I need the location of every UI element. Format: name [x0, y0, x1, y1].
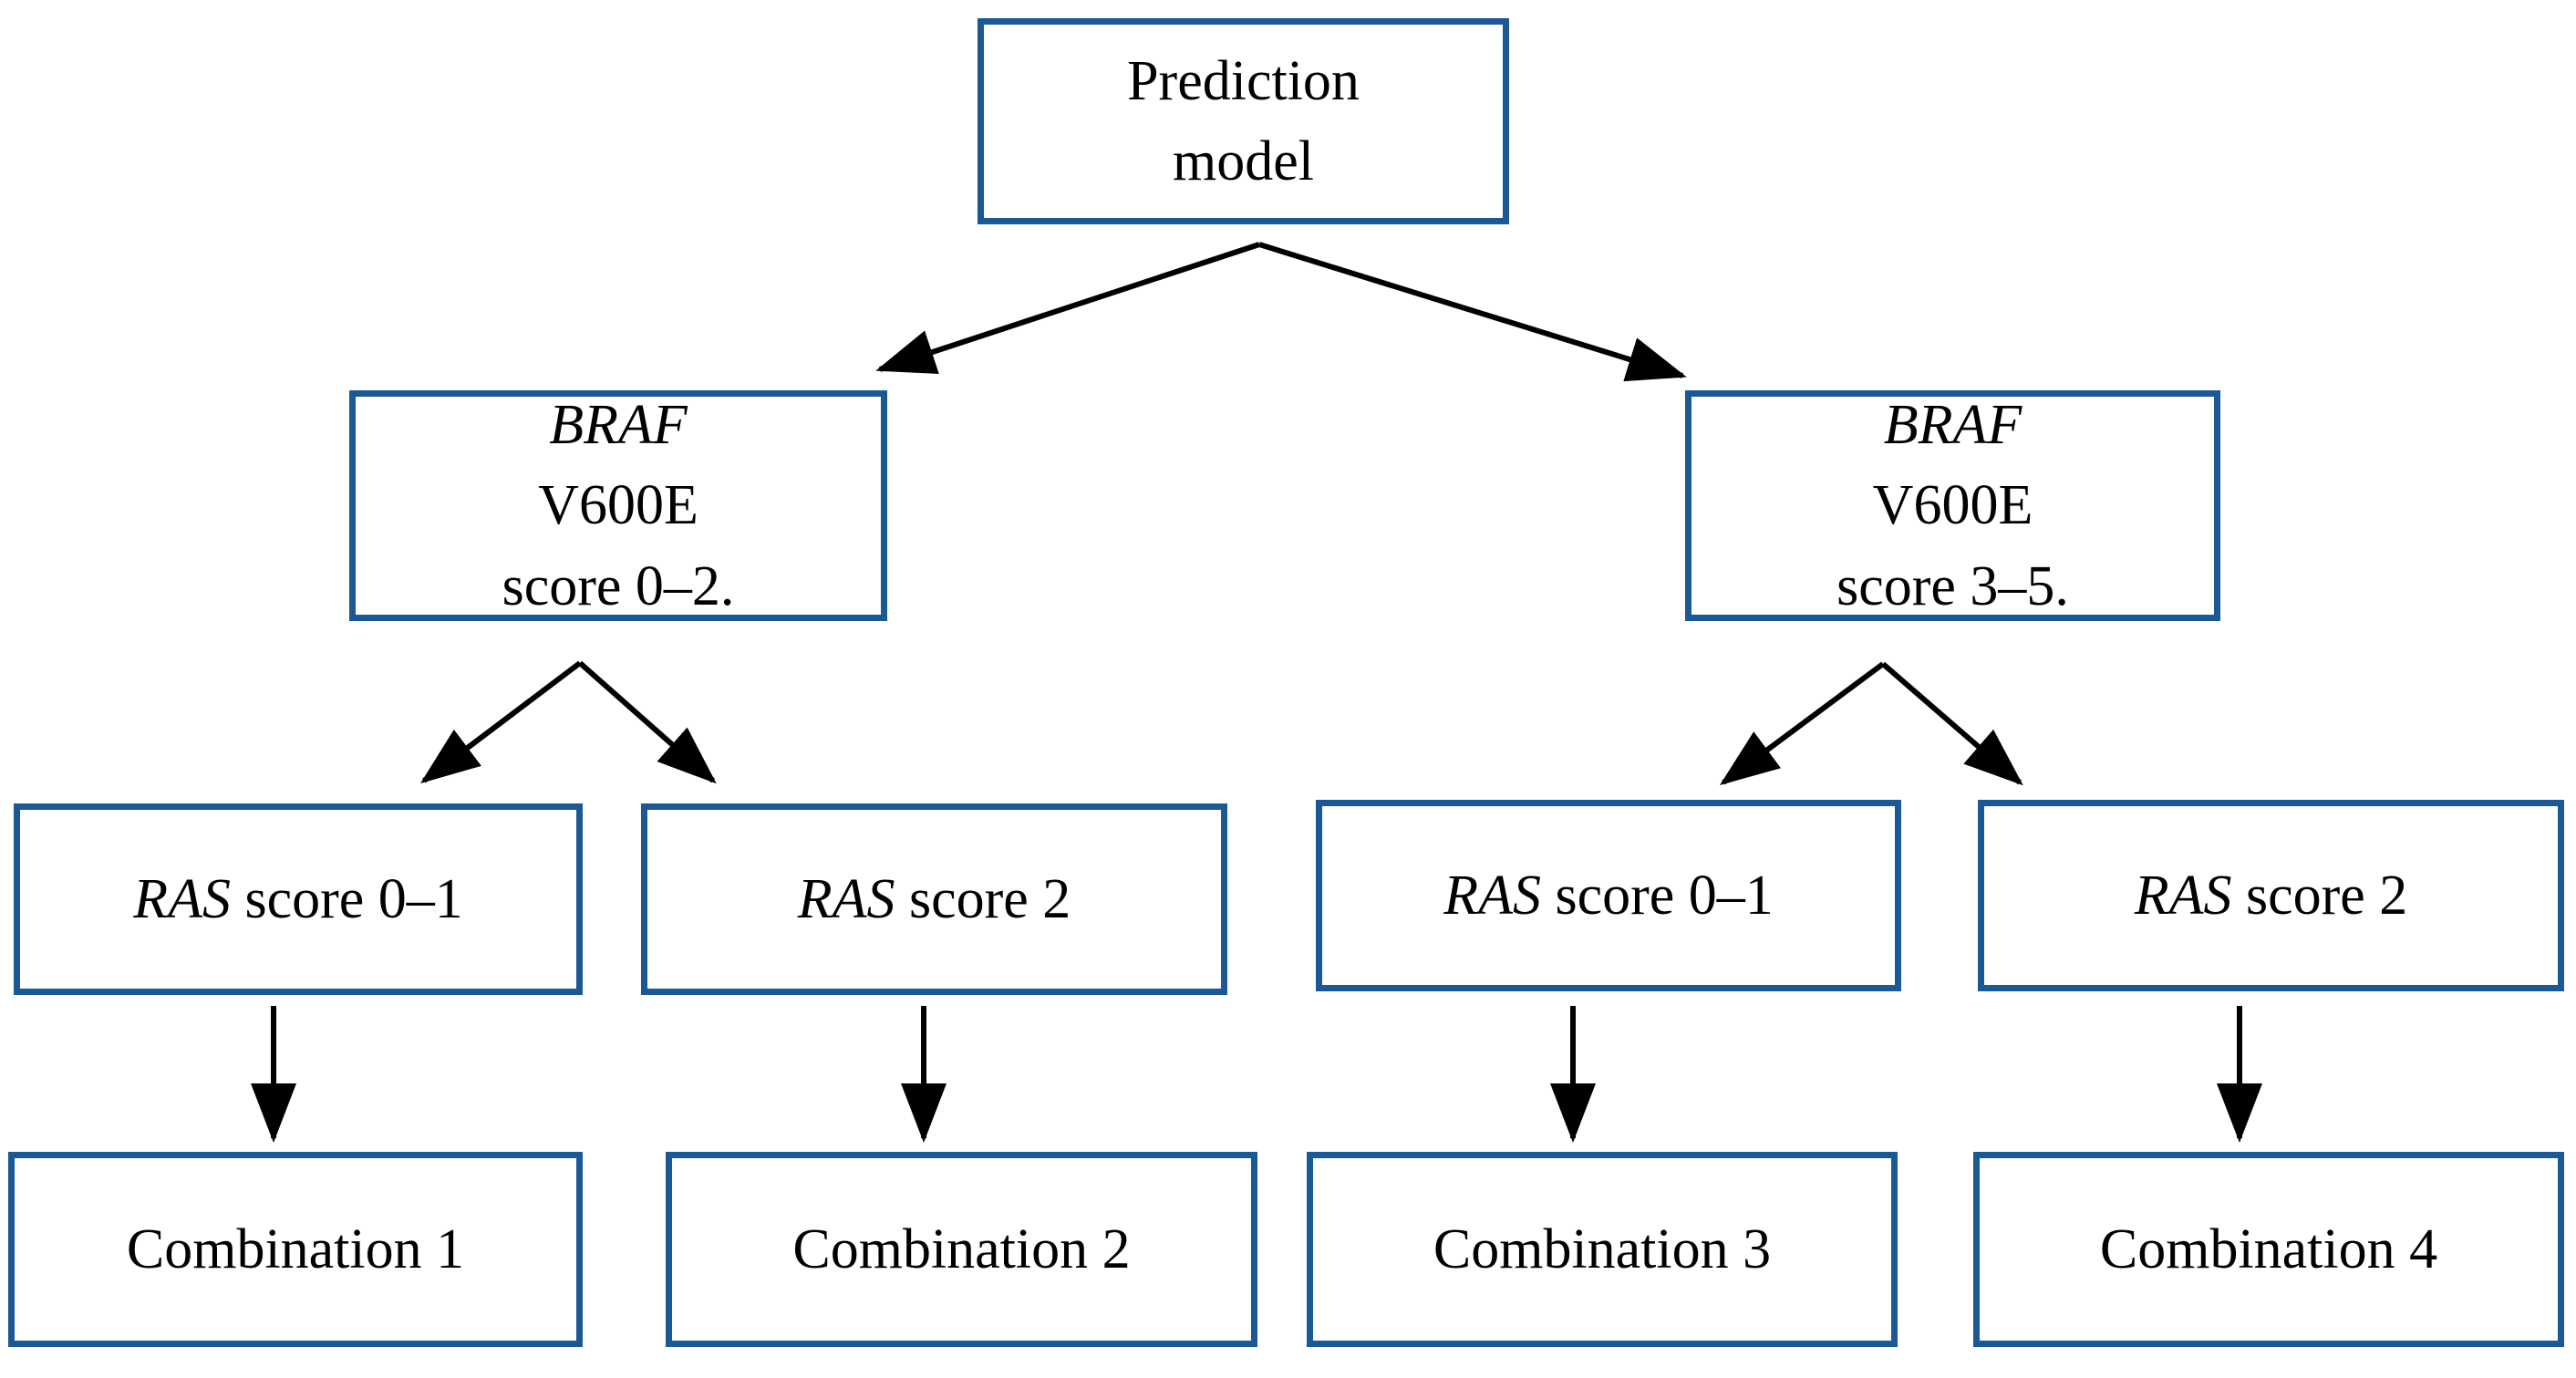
node-combination-1: Combination 1 — [8, 1152, 583, 1347]
node-ras-score-0-1-left: RAS score 0–1 — [14, 803, 583, 995]
node-label: RAS score 0–1 — [1443, 864, 1774, 927]
node-label: Combination 2 — [792, 1217, 1131, 1280]
node-combination-3: Combination 3 — [1307, 1152, 1898, 1347]
arrow-braflow-to-ras01 — [420, 660, 582, 784]
node-label: Combination 1 — [126, 1217, 465, 1280]
node-ras-score-2-right: RAS score 2 — [1978, 800, 2564, 991]
node-combination-4: Combination 4 — [1973, 1152, 2564, 1347]
node-label: RAS score 2 — [797, 867, 1071, 930]
arrow-root-to-braf-high — [1258, 242, 1687, 382]
node-combination-2: Combination 2 — [666, 1152, 1257, 1347]
arrow-brafhigh-to-ras01 — [1719, 661, 1885, 785]
node-label: RAS score 0–1 — [133, 867, 463, 930]
arrow-braflow-to-ras2 — [578, 660, 717, 784]
node-label: Combination 4 — [2099, 1217, 2438, 1280]
node-label: Combination 3 — [1433, 1217, 1772, 1280]
node-ras-score-2-left: RAS score 2 — [641, 803, 1227, 995]
arrow-brafhigh-to-ras2 — [1881, 661, 2023, 786]
node-label: RAS score 2 — [2134, 864, 2408, 927]
arrow-root-to-braf-low — [875, 242, 1260, 374]
node-ras-score-0-1-right: RAS score 0–1 — [1316, 800, 1901, 991]
